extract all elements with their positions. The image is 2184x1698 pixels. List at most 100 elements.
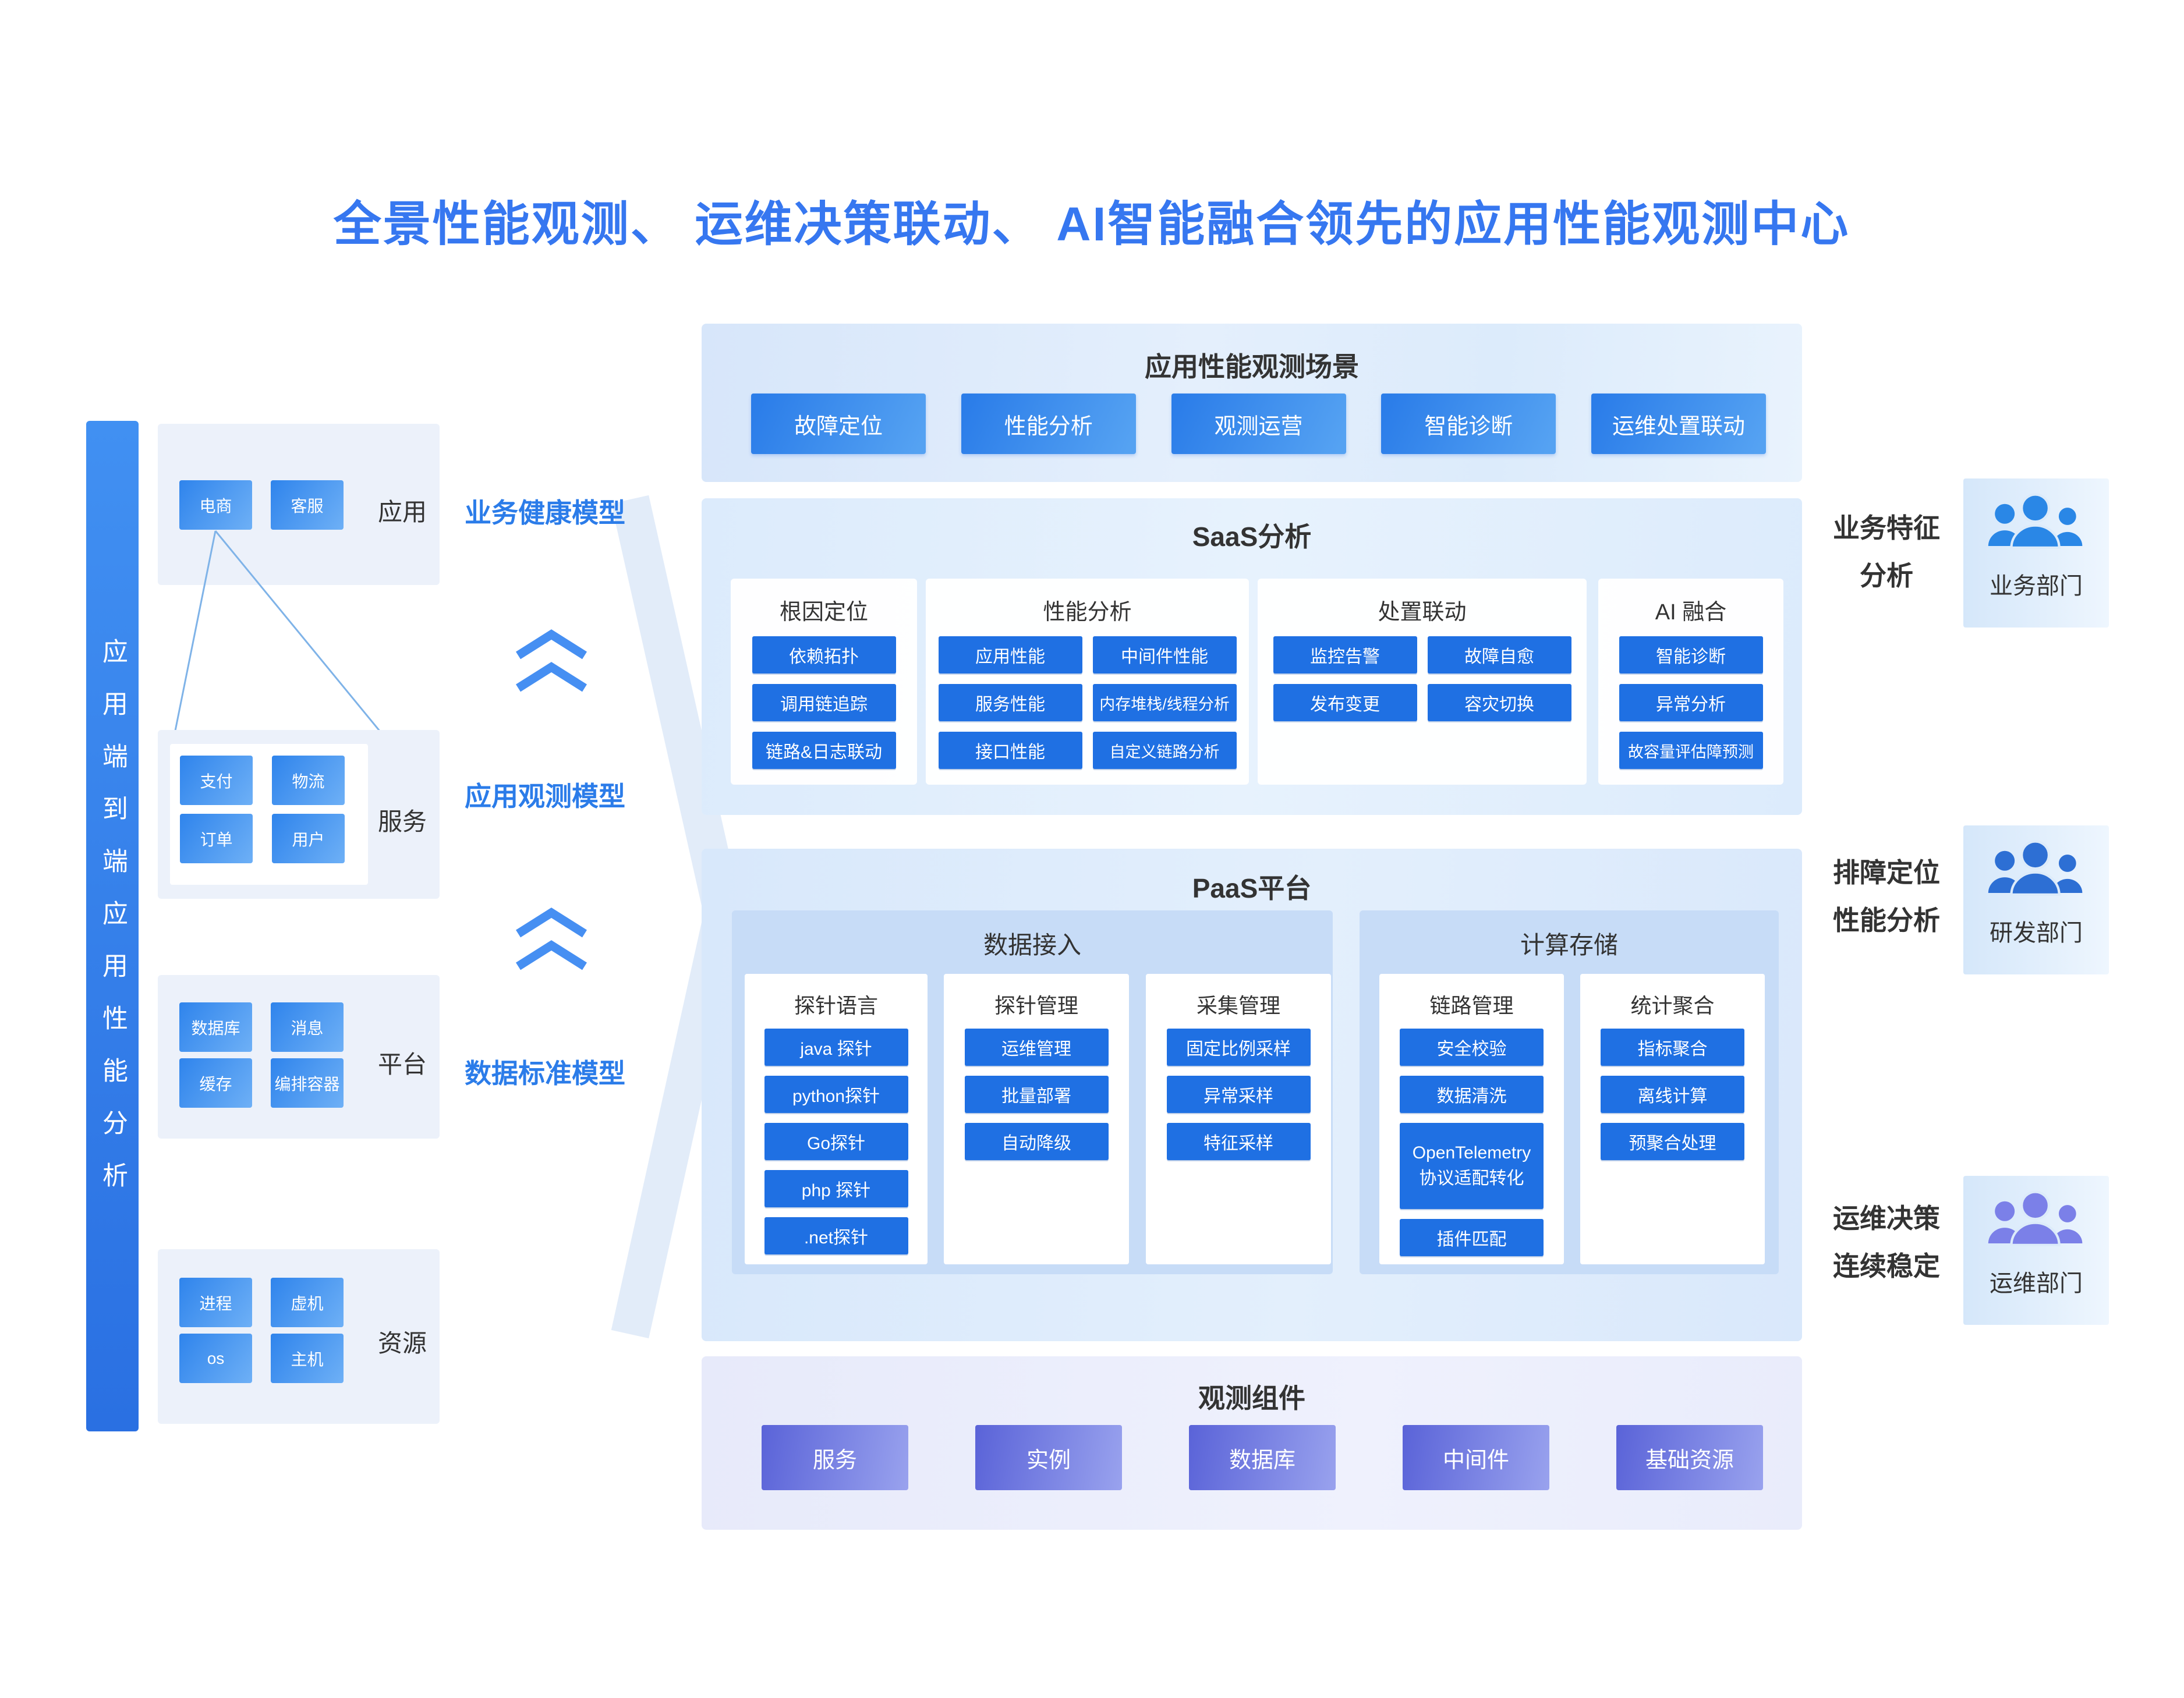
- page-title: 全景性能观测、 运维决策联动、 AI智能融合领先的应用性能观测中心: [333, 198, 1850, 251]
- feature-pill[interactable]: 监控告警: [1273, 636, 1417, 673]
- tile-node[interactable]: 物流: [272, 756, 345, 805]
- feature-pill[interactable]: 异常采样: [1166, 1076, 1311, 1113]
- feature-pill[interactable]: 离线计算: [1601, 1076, 1744, 1113]
- group-application: 电商 客服 应用: [158, 424, 440, 585]
- feature-pill[interactable]: Go探针: [764, 1123, 908, 1160]
- scene-button[interactable]: 观测运营: [1171, 394, 1346, 454]
- feature-pill[interactable]: 故容量评估障预测: [1619, 732, 1763, 769]
- right-caption-line: 分析: [1860, 561, 1913, 591]
- paas-column-title: 采集管理: [1196, 994, 1280, 1018]
- scene-button[interactable]: 运维处置联动: [1591, 394, 1766, 454]
- model-label-data-standard: 数据标准模型: [465, 1058, 625, 1089]
- feature-pill[interactable]: 指标聚合: [1601, 1029, 1744, 1066]
- feature-pill[interactable]: 运维管理: [964, 1029, 1109, 1066]
- tile-node[interactable]: os: [179, 1334, 252, 1383]
- paas-column-title: 链路管理: [1429, 994, 1514, 1018]
- tile-node[interactable]: 虚机: [271, 1278, 344, 1327]
- tile-node[interactable]: 消息: [271, 1002, 344, 1052]
- pill-list: 运维管理 批量部署 自动降级: [944, 1029, 1129, 1160]
- component-button[interactable]: 中间件: [1403, 1425, 1549, 1490]
- paas-column-link-management: 链路管理 安全校验 数据清洗 OpenTelemetry 协议适配转化 插件匹配: [1379, 974, 1564, 1264]
- tile-node[interactable]: 进程: [179, 1278, 252, 1327]
- feature-pill[interactable]: 链路&日志联动: [752, 732, 896, 769]
- component-button[interactable]: 服务: [762, 1425, 908, 1490]
- feature-pill[interactable]: 插件匹配: [1400, 1219, 1544, 1256]
- component-button[interactable]: 实例: [975, 1425, 1122, 1490]
- feature-pill[interactable]: 异常分析: [1619, 684, 1763, 721]
- feature-pill[interactable]: .net探针: [764, 1217, 908, 1254]
- saas-panel-performance: 性能分析 应用性能 中间件性能 服务性能 内存堆栈/线程分析 接口性能 自定义链…: [926, 579, 1249, 785]
- feature-pill[interactable]: 自定义链路分析: [1092, 732, 1237, 769]
- feature-pill[interactable]: 预聚合处理: [1601, 1123, 1744, 1160]
- scene-button[interactable]: 故障定位: [751, 394, 926, 454]
- group-label: 资源: [377, 1330, 427, 1357]
- feature-pill[interactable]: php 探针: [764, 1170, 908, 1207]
- feature-pill[interactable]: 数据清洗: [1400, 1076, 1544, 1113]
- tile-node[interactable]: 编排容器: [271, 1058, 344, 1108]
- feature-pill[interactable]: OpenTelemetry 协议适配转化: [1400, 1123, 1544, 1209]
- paas-column-statistics-aggregation: 统计聚合 指标聚合 离线计算 预聚合处理: [1580, 974, 1765, 1264]
- scene-button[interactable]: 性能分析: [961, 394, 1136, 454]
- dept-card-rd: 研发部门: [1963, 825, 2109, 974]
- section-saas: SaaS分析 根因定位 依赖拓扑 调用链追踪 链路&日志联动 性能分析 应用性能…: [702, 498, 1802, 815]
- paas-column-title: 探针语言: [794, 994, 878, 1018]
- group-label: 平台: [377, 1051, 427, 1078]
- feature-pill[interactable]: 固定比例采样: [1166, 1029, 1311, 1066]
- saas-panel-title: 处置联动: [1378, 600, 1467, 625]
- paas-panel-title: 数据接入: [983, 931, 1081, 959]
- saas-panel-title: AI 融合: [1655, 600, 1727, 625]
- right-caption-line: 运维决策: [1833, 1203, 1940, 1233]
- pill-list: 安全校验 数据清洗 OpenTelemetry 协议适配转化 插件匹配: [1379, 1029, 1564, 1256]
- feature-pill[interactable]: 接口性能: [938, 732, 1082, 769]
- chevron-up-icon: [515, 629, 587, 692]
- feature-pill[interactable]: 发布变更: [1273, 684, 1417, 721]
- tile-node[interactable]: 数据库: [179, 1002, 252, 1052]
- component-button[interactable]: 基础资源: [1616, 1425, 1763, 1490]
- feature-pill[interactable]: 智能诊断: [1619, 636, 1763, 673]
- tile-node[interactable]: 缓存: [179, 1058, 252, 1108]
- dept-name: 业务部门: [1990, 573, 2083, 599]
- paas-panel-data-access: 数据接入 探针语言 java 探针 python探针 Go探针 php 探针 .…: [732, 910, 1333, 1274]
- section-scenes-title: 应用性能观测场景: [1145, 352, 1359, 382]
- scene-button[interactable]: 智能诊断: [1381, 394, 1556, 454]
- right-caption-line: 业务特征: [1833, 513, 1940, 543]
- tile-node[interactable]: 订单: [180, 814, 253, 863]
- feature-pill[interactable]: 调用链追踪: [752, 684, 896, 721]
- tile-node[interactable]: 用户: [272, 814, 345, 863]
- pill-list: java 探针 python探针 Go探针 php 探针 .net探针: [745, 1029, 928, 1254]
- feature-pill[interactable]: 内存堆栈/线程分析: [1092, 684, 1237, 721]
- left-vertical-banner: 应用端到端应用性能分析: [86, 421, 139, 1431]
- right-caption-troubleshooting: 排障定位 性能分析: [1821, 849, 1952, 944]
- paas-column-title: 统计聚合: [1630, 994, 1715, 1018]
- tile-node[interactable]: 电商: [179, 480, 252, 530]
- feature-pill[interactable]: python探针: [764, 1076, 908, 1113]
- feature-pill[interactable]: java 探针: [764, 1029, 908, 1066]
- tile-node[interactable]: 客服: [271, 480, 344, 530]
- chevron-up-icon: [515, 908, 587, 970]
- feature-pill[interactable]: 特征采样: [1166, 1123, 1311, 1160]
- model-label-business-health: 业务健康模型: [465, 498, 625, 528]
- saas-panel-title: 根因定位: [779, 600, 868, 625]
- pill-grid: 应用性能 中间件性能 服务性能 内存堆栈/线程分析 接口性能 自定义链路分析: [926, 636, 1249, 769]
- feature-pill[interactable]: 故障自愈: [1427, 636, 1571, 673]
- pill-list: 固定比例采样 异常采样 特征采样: [1146, 1029, 1331, 1160]
- paas-column-collection-management: 采集管理 固定比例采样 异常采样 特征采样: [1146, 974, 1331, 1264]
- component-button[interactable]: 数据库: [1189, 1425, 1336, 1490]
- saas-panel-root-cause: 根因定位 依赖拓扑 调用链追踪 链路&日志联动: [731, 579, 917, 785]
- feature-pill[interactable]: 中间件性能: [1092, 636, 1237, 673]
- tile-node[interactable]: 支付: [180, 756, 253, 805]
- feature-pill[interactable]: 应用性能: [938, 636, 1082, 673]
- feature-pill[interactable]: 容灾切换: [1427, 684, 1571, 721]
- pill-grid: 监控告警 故障自愈 发布变更 容灾切换: [1258, 636, 1587, 721]
- feature-pill[interactable]: 自动降级: [964, 1123, 1109, 1160]
- right-caption-ops: 运维决策 连续稳定: [1821, 1194, 1952, 1290]
- feature-pill[interactable]: 安全校验: [1400, 1029, 1544, 1066]
- section-paas-title: PaaS平台: [1192, 873, 1312, 903]
- feature-pill[interactable]: 依赖拓扑: [752, 636, 896, 673]
- people-group-icon: [1988, 840, 2083, 896]
- tile-node[interactable]: 主机: [271, 1334, 344, 1383]
- right-caption-line: 连续稳定: [1833, 1251, 1940, 1281]
- feature-pill[interactable]: 服务性能: [938, 684, 1082, 721]
- feature-pill[interactable]: 批量部署: [964, 1076, 1109, 1113]
- dept-card-business: 业务部门: [1963, 478, 2109, 628]
